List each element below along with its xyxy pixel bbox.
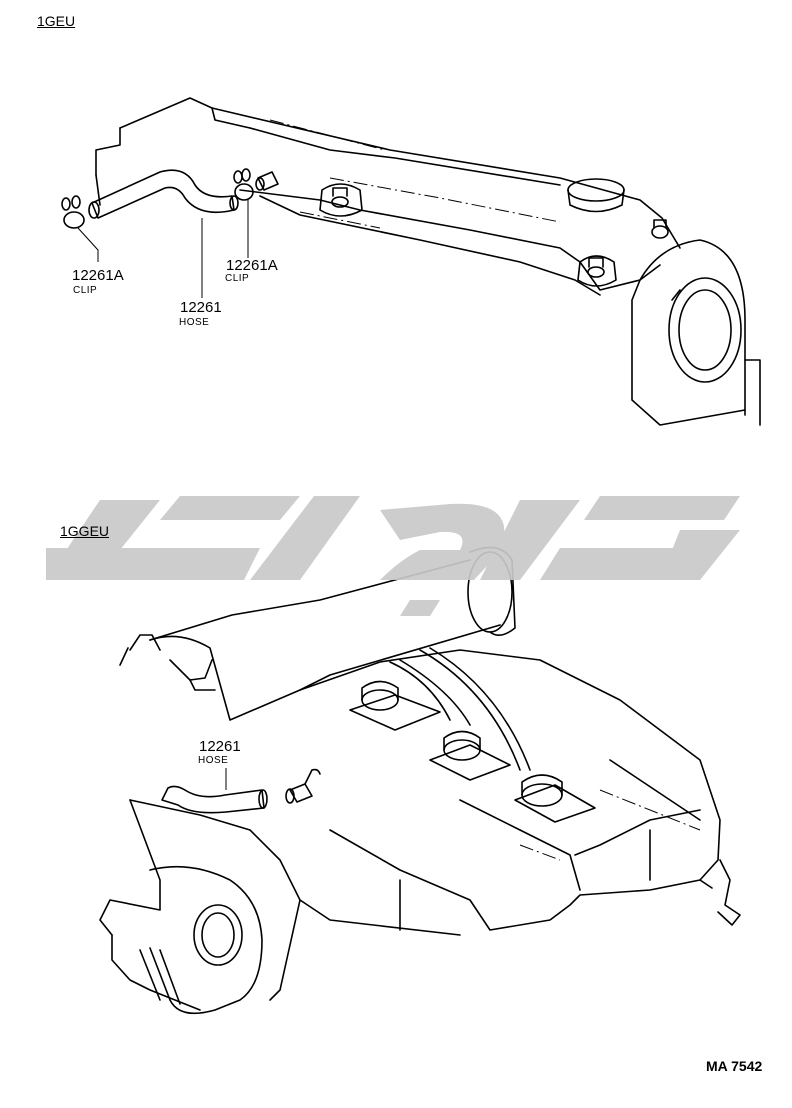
callout-part-name: CLIP [73, 285, 98, 296]
top-cam-cover-outline [119, 97, 681, 249]
timing-cover [639, 239, 746, 416]
section-code-bottom: 1GGEU [60, 523, 110, 539]
leader-clip-left [77, 227, 99, 262]
top-fitting [255, 171, 279, 191]
callout-part-number: 12261 [199, 738, 241, 755]
lower-block [129, 799, 461, 936]
clip-left [61, 195, 85, 229]
spark-plug-tube [514, 774, 596, 823]
bottom-hose [161, 785, 265, 814]
callout-part-name: HOSE [179, 317, 210, 328]
callout-part-name: HOSE [198, 755, 229, 766]
callout-part-number: 12261A [72, 267, 124, 284]
plug-wires [389, 647, 531, 771]
bottom-pulley [193, 904, 243, 966]
pulley [668, 277, 742, 383]
reference-code: MA 7542 [706, 1058, 763, 1074]
spark-plug-tube [429, 730, 511, 781]
spark-plug-tube [349, 680, 441, 731]
callout-part-name: CLIP [225, 273, 250, 284]
callout-part-number: 12261A [226, 257, 278, 274]
top-bolt-boss [651, 219, 669, 239]
section-code-top: 1GEU [37, 13, 76, 29]
top-bolt-boss [319, 183, 363, 217]
callout-part-number: 12261 [180, 299, 222, 316]
bottom-fitting [285, 768, 321, 804]
top-bolt-boss [577, 255, 617, 287]
clip-right [233, 168, 254, 201]
